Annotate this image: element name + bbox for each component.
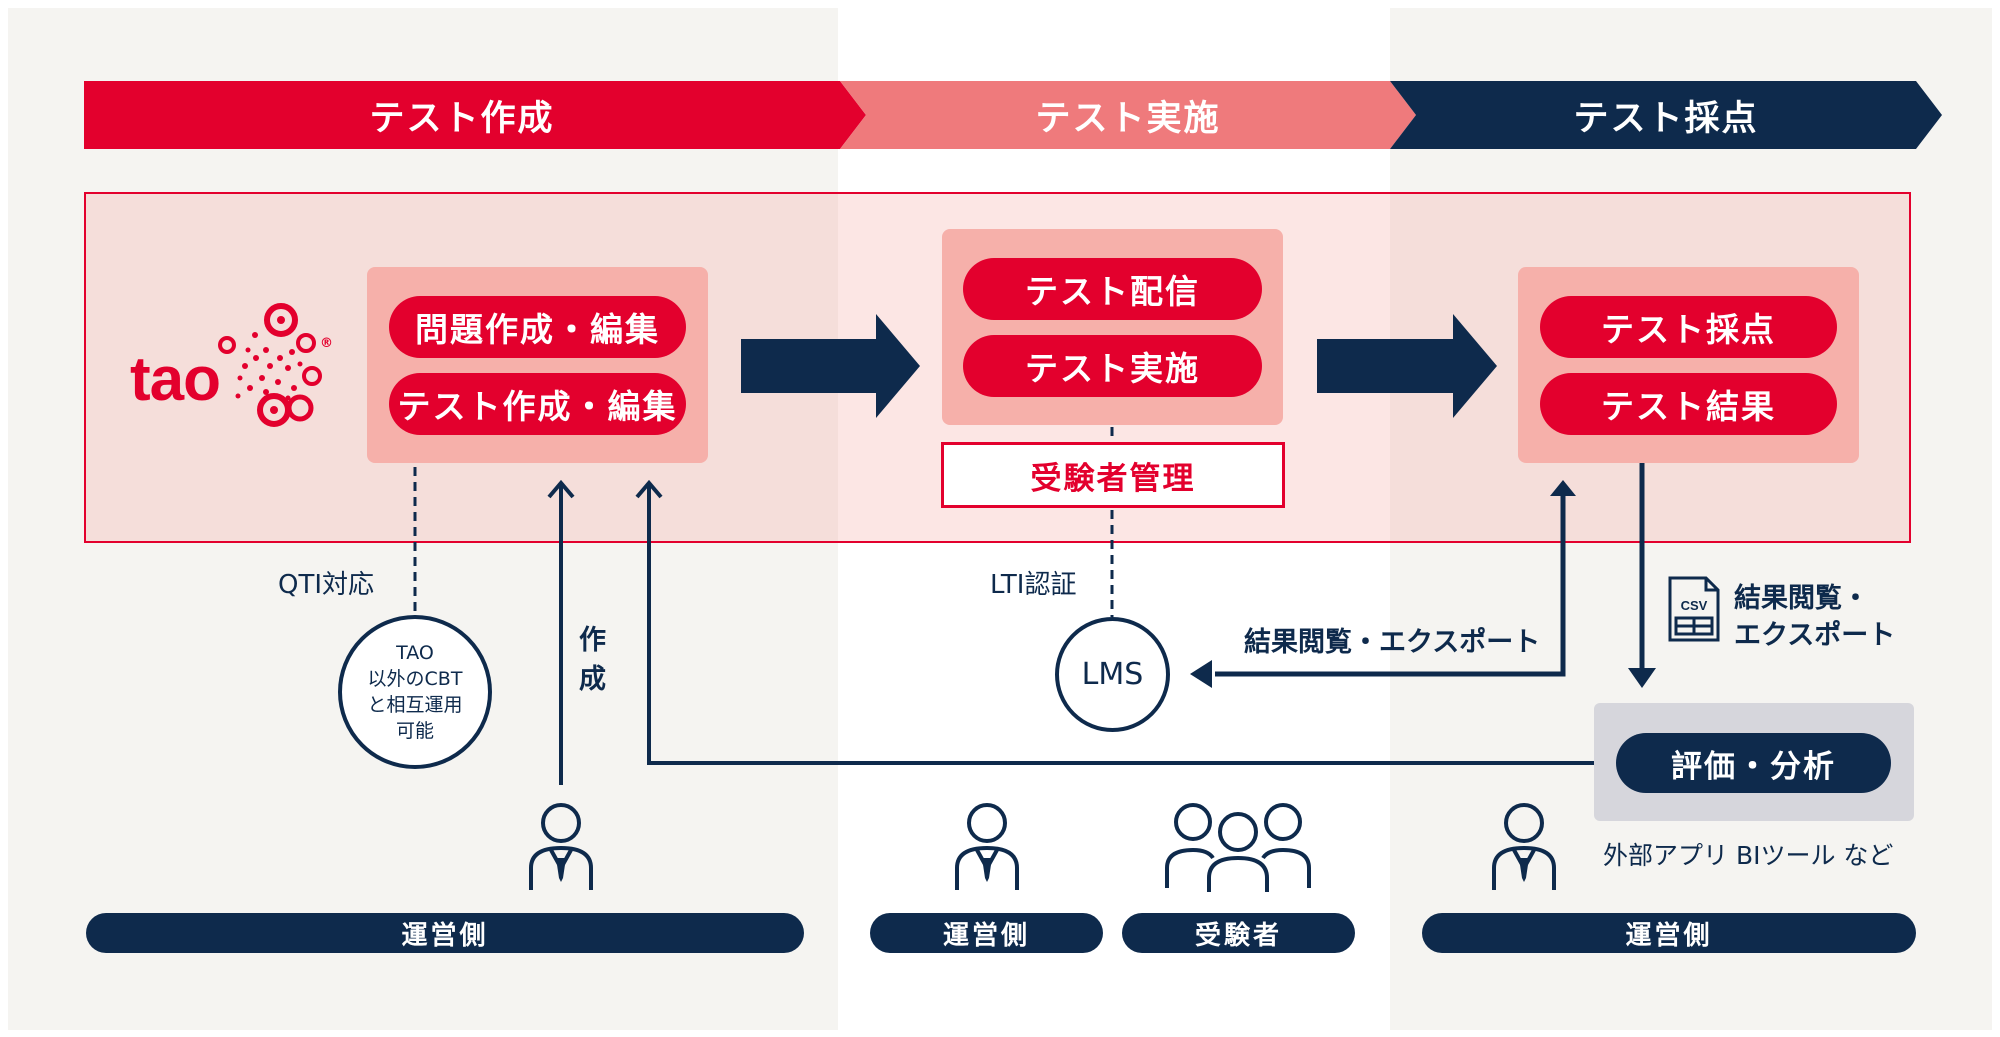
role-bar-operator-create: 運営側 — [86, 913, 804, 953]
examinees-group-icon — [1165, 803, 1311, 892]
stage-arrow-create — [84, 81, 866, 149]
big-arrow-deliver-to-score — [1317, 314, 1497, 418]
lms-label: LMS — [1081, 657, 1144, 692]
big-arrow-create-to-deliver — [741, 314, 920, 418]
column-bg-create — [8, 8, 838, 1030]
operator-icon-2 — [955, 803, 1019, 890]
test-delivery-pill: テスト配信 — [963, 258, 1262, 320]
interop-line-4: 可能 — [395, 720, 434, 742]
tao-logo: tao ® — [130, 300, 350, 440]
role-bar-examinee: 受験者 — [1122, 913, 1355, 953]
create-arrow-head — [547, 479, 575, 499]
question-edit-pill: 問題作成・編集 — [389, 296, 686, 358]
operator-icon-1 — [529, 803, 593, 890]
interop-line-2: 以外のCBT — [367, 668, 463, 690]
csv-icon-text: CSV — [1681, 598, 1708, 613]
evaluation-analysis-pill: 評価・分析 — [1616, 733, 1891, 793]
interop-line-3: と相互運用 — [367, 694, 463, 716]
to-analysis-head — [1628, 668, 1656, 688]
examinee-management-box: 受験者管理 — [941, 442, 1285, 508]
role-bar-operator-score: 運営側 — [1422, 913, 1916, 953]
stage-title-score: テスト採点 — [1573, 98, 1759, 139]
lms-circle: LMS — [1055, 617, 1170, 732]
csv-label-line-1: 結果閲覧・ — [1734, 583, 1869, 614]
analysis-feedback-line — [647, 485, 1595, 765]
create-vertical-label-2: 成 — [579, 664, 606, 695]
operator-icon-3 — [1492, 803, 1556, 890]
results-export-line — [1215, 485, 1566, 677]
test-scoring-pill: テスト採点 — [1540, 296, 1837, 358]
test-edit-pill: テスト作成・編集 — [389, 373, 686, 435]
qti-label: QTI対応 — [278, 570, 375, 600]
tao-logo-registered: ® — [320, 336, 333, 351]
stage-title-create: テスト作成 — [369, 98, 555, 139]
stage-arrow-score — [1390, 81, 1942, 149]
results-export-left-head — [1190, 660, 1212, 688]
results-export-up-head — [1550, 480, 1576, 496]
interop-line-1: TAO — [396, 642, 434, 664]
csv-icon — [1668, 576, 1720, 642]
create-vertical-label-1: 作 — [579, 625, 606, 656]
analysis-caption: 外部アプリ BIツール など — [1603, 841, 1894, 870]
test-result-pill: テスト結果 — [1540, 373, 1837, 435]
tao-logo-text: tao — [130, 345, 221, 414]
lti-label: LTI認証 — [990, 570, 1077, 600]
csv-label-line-2: エクスポート — [1734, 620, 1896, 651]
test-conduct-pill: テスト実施 — [963, 335, 1262, 397]
analysis-feedback-head — [635, 479, 663, 499]
examinee-management-label: 受験者管理 — [1030, 460, 1196, 497]
role-bar-operator-deliver: 運営側 — [870, 913, 1103, 953]
column-bg-score — [1390, 8, 1992, 1030]
stage-title-deliver: テスト実施 — [1035, 98, 1221, 139]
interop-circle: TAO 以外のCBT と相互運用 可能 — [338, 615, 492, 769]
results-export-label: 結果閲覧・エクスポート — [1244, 627, 1541, 658]
stage-arrow-deliver — [840, 81, 1416, 149]
